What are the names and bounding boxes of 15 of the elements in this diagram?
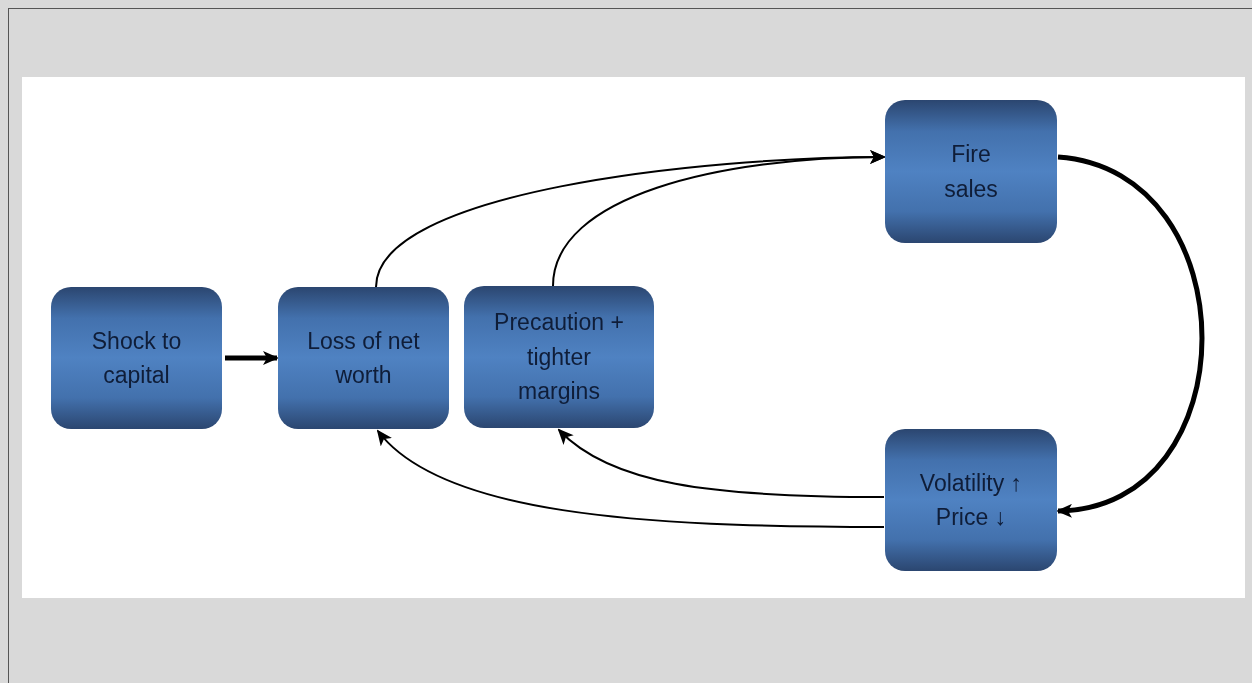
box-label: Volatility ↑ Price ↓ xyxy=(918,468,1024,532)
process-box xyxy=(885,429,1057,571)
process-box xyxy=(278,287,449,429)
arrow xyxy=(552,150,886,287)
box-label: Loss of net worth xyxy=(306,326,421,390)
process-box xyxy=(51,287,222,429)
box-label: Shock to capital xyxy=(90,326,183,390)
box-label: Precaution + tighter margins xyxy=(493,308,625,407)
arrow xyxy=(557,428,885,498)
process-box xyxy=(885,100,1057,243)
arrow xyxy=(1056,154,1205,516)
arrow xyxy=(376,429,885,528)
box-label: Fire sales xyxy=(943,140,999,204)
arrow xyxy=(225,351,279,365)
process-box xyxy=(464,286,654,428)
